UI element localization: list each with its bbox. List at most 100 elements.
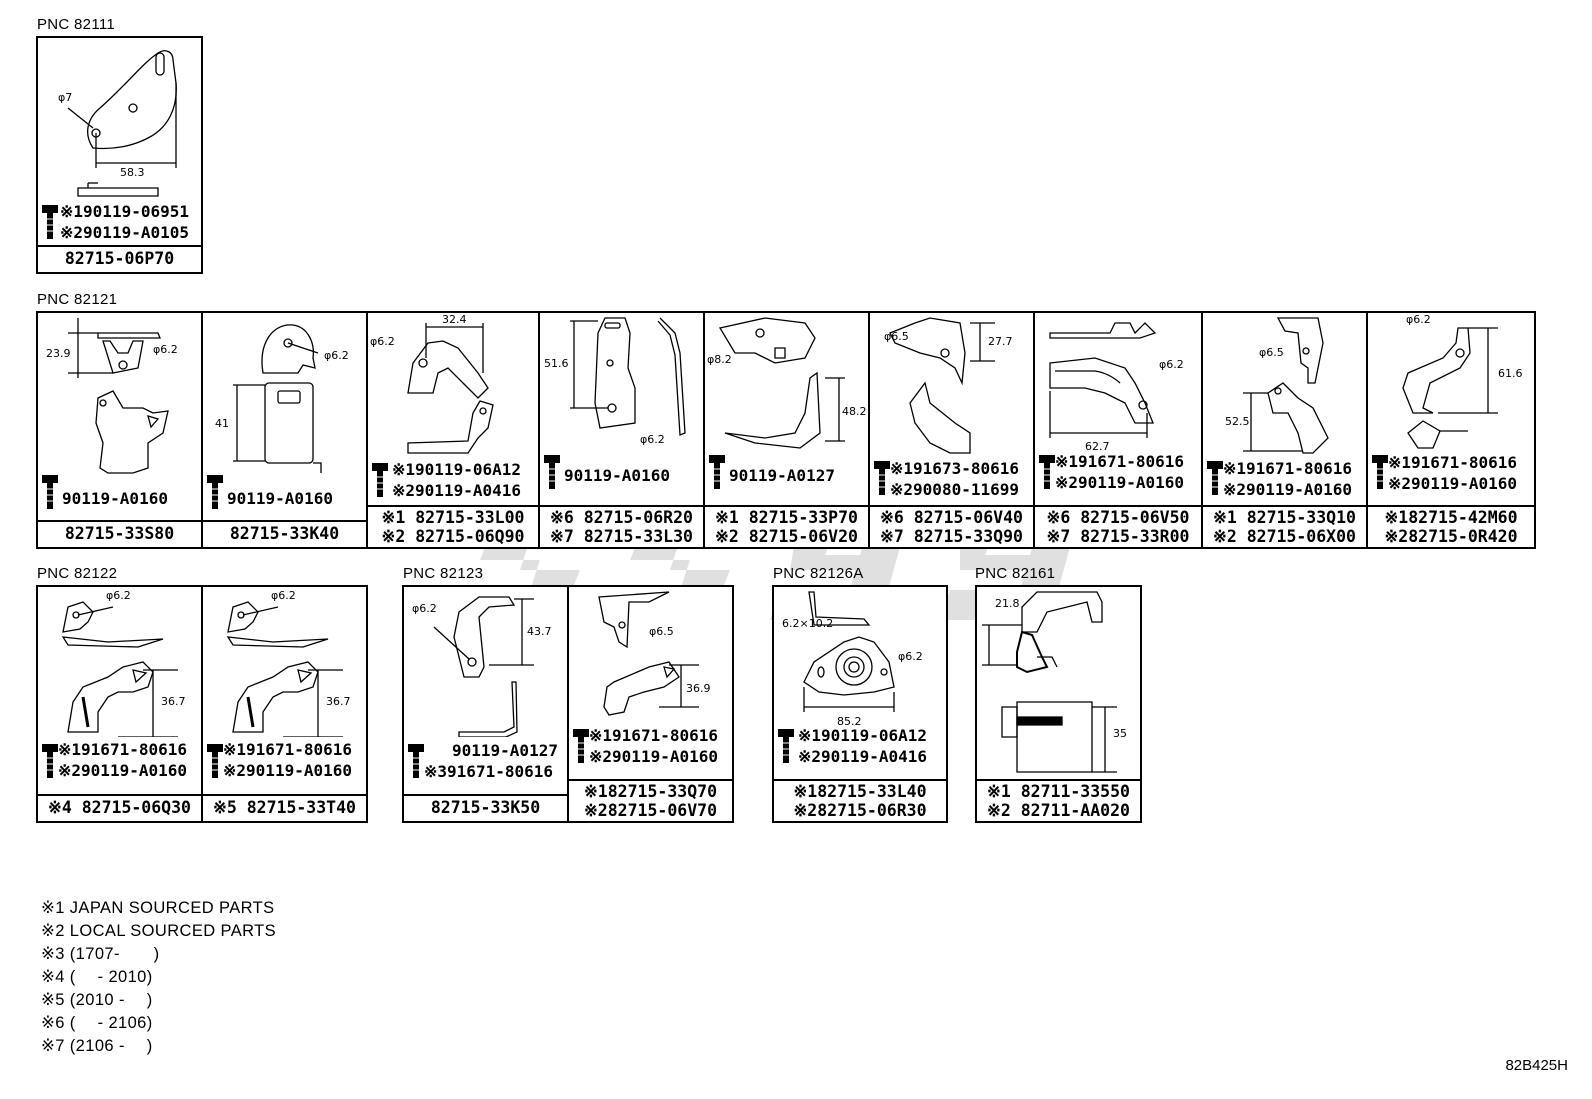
part-number-block: ※182715-33L40 ※282715-06R30 [774,779,946,821]
dim-diameter: φ6.2 [370,335,395,348]
dim-height: 51.6 [544,357,569,370]
pnc-label-82122: PNC 82122 [37,565,118,582]
part-cell-82715-06q30[interactable]: φ6.2 36.7 ※191671-80616 ※290119-A0160 ※4… [36,585,203,823]
note-1: ※1 JAPAN SOURCED PARTS [41,899,275,917]
bracket-drawing [540,313,703,463]
dim-height: 36.9 [686,682,711,695]
part-number-block: ※6 82715-06R20 ※7 82715-33L30 [540,505,703,547]
part-cell-82715-33p70[interactable]: φ8.2 48.2 90119-A0127 ※1 82715-33P70 ※2 … [703,311,870,549]
bracket-drawing [705,313,868,463]
dim-width: 32.4 [442,313,467,326]
part-number-2: ※282715-0R420 [1384,527,1518,546]
dim-height: 48.2 [842,405,867,418]
part-number: 82715-06P70 [38,245,201,272]
part-number-1: ※182715-33L40 [793,782,927,801]
part-cell-82715-06v50[interactable]: φ6.2 62.7 ※191671-80616 ※290119-A0160 ※6… [1033,311,1203,549]
part-number-1: ※6 82715-06V50 [1046,508,1190,527]
bracket-drawing [870,313,1033,463]
part-number: 82715-33K40 [203,520,366,547]
bracket-drawing [569,587,732,737]
part-number-2: ※7 82715-33L30 [550,527,693,546]
part-number-1: ※1 82715-33Q10 [1213,508,1356,527]
part-cell-82715-33l00[interactable]: φ6.2 32.4 ※190119-06A12 ※290119-A0416 ※1… [366,311,540,549]
part-number-block: ※1 82715-33P70 ※2 82715-06V20 [705,505,868,547]
part-number-2: ※7 82715-33R00 [1046,527,1190,546]
dim-diameter: φ6.5 [884,330,909,343]
part-cell-82715-33t40[interactable]: φ6.2 36.7 ※191671-80616 ※290119-A0160 ※5… [201,585,368,823]
part-cell-82715-33q10[interactable]: φ6.5 52.5 ※191671-80616 ※290119-A0160 ※1… [1201,311,1368,549]
part-number-2: ※282715-06R30 [793,801,927,820]
part-cell-82715-33q70[interactable]: φ6.5 36.9 ※191671-80616 ※290119-A0160 ※1… [567,585,734,823]
part-number-block: ※182715-33Q70 ※282715-06V70 [569,779,732,821]
part-number-block: ※1 82711-33550 ※2 82711-AA020 [977,779,1140,821]
bolt-icon [408,744,424,778]
part-cell-82715-33l40[interactable]: 6.2×10.2 φ6.2 85.2 ※190119-06A12 ※290119… [772,585,948,823]
part-number-1: ※182715-42M60 [1384,508,1518,527]
fastener-1: ※190119-06A12 [392,460,521,479]
fastener-1: 90119-A0160 [62,489,168,508]
fastener-2: ※290119-A0416 [392,481,521,500]
bracket-drawing [1368,313,1534,463]
bolt-icon [42,744,58,778]
part-number-block: ※6 82715-06V40 ※7 82715-33Q90 [870,505,1033,547]
pnc-label-82121: PNC 82121 [37,291,118,308]
dim-height: 52.5 [1225,415,1250,428]
fastener-1: ※191671-80616 [58,740,187,759]
part-cell-82715-06p70[interactable]: φ7 58.3 ※190119-06951 ※290119-A0105 8271… [36,36,203,274]
fastener-2: ※290119-A0160 [223,761,352,780]
bracket-drawing [368,313,538,463]
fastener-1: ※190119-06A12 [798,726,927,745]
note-2: ※2 LOCAL SOURCED PARTS [41,922,277,940]
part-number-1: ※1 82715-33L00 [381,508,525,527]
part-number-1: ※1 82711-33550 [987,782,1130,801]
fastener-2: ※391671-80616 [424,762,553,781]
dim-height: 36.7 [161,695,186,708]
bolt-icon [207,744,223,778]
fastener-1: 90119-A0127 [452,741,558,760]
fastener-1: ※190119-06951 [60,202,189,221]
note-6: ※6 ( - 2106) [41,1014,153,1032]
dim-width: 62.7 [1085,440,1110,453]
fastener-2: ※290119-A0105 [60,223,189,242]
part-number: ※5 82715-33T40 [203,794,366,821]
bracket-drawing [203,313,366,483]
note-3: ※3 (1707- ) [41,945,160,963]
part-number: 82715-33S80 [38,520,201,547]
dim-diameter: φ6.2 [412,602,437,615]
part-cell-82715-33k50[interactable]: φ6.2 43.7 90119-A0127 ※391671-80616 8271… [402,585,569,823]
dim-height: 21.8 [995,597,1020,610]
part-cell-82715-33k40[interactable]: φ6.2 41 90119-A0160 82715-33K40 [201,311,368,549]
fastener-1: ※191671-80616 [223,740,352,759]
part-cell-82715-06v40[interactable]: φ6.5 27.7 ※191673-80616 ※290080-11699 ※6… [868,311,1035,549]
bolt-icon [1207,461,1223,495]
bracket-drawing [774,587,946,737]
part-cell-82711-33550[interactable]: 21.8 35 ※1 82711-33550 ※2 82711-AA020 [975,585,1142,823]
part-number-2: ※2 82711-AA020 [987,801,1130,820]
part-number-block: ※6 82715-06V50 ※7 82715-33R00 [1035,505,1201,547]
dim-diameter: φ8.2 [707,353,732,366]
part-number-2: ※2 82715-06Q90 [381,527,525,546]
part-cell-82715-33s80[interactable]: 23.9 φ6.2 90119-A0160 82715-33S80 [36,311,203,549]
note-7: ※7 (2106 - ) [41,1037,153,1055]
bolt-icon [573,729,589,763]
fastener-2: ※290119-A0160 [1223,480,1352,499]
fastener-2: ※290119-A0416 [798,747,927,766]
dim-diameter: φ6.2 [898,650,923,663]
fastener-1: 90119-A0160 [564,466,670,485]
bolt-icon [778,729,794,763]
part-number-1: ※6 82715-06R20 [550,508,693,527]
part-number-2: ※7 82715-33Q90 [880,527,1023,546]
dim-diameter: φ6.2 [640,433,665,446]
dim-length: 58.3 [120,166,145,179]
pnc-label-82123: PNC 82123 [403,565,484,582]
bolt-icon [372,463,388,497]
part-cell-82715-06r20[interactable]: 51.6 φ6.2 90119-A0160 ※6 82715-06R20 ※7 … [538,311,705,549]
dim-height: 23.9 [46,347,71,360]
fastener-2: ※290119-A0160 [1055,473,1184,492]
dim-height: 41 [215,417,229,430]
fastener-2: ※290119-A0160 [58,761,187,780]
bolt-icon [1039,455,1055,489]
part-cell-82715-42m60[interactable]: φ6.2 61.6 ※191671-80616 ※290119-A0160 ※1… [1366,311,1536,549]
dim-diameter: φ7 [58,91,73,104]
dim-height: 43.7 [527,625,552,638]
